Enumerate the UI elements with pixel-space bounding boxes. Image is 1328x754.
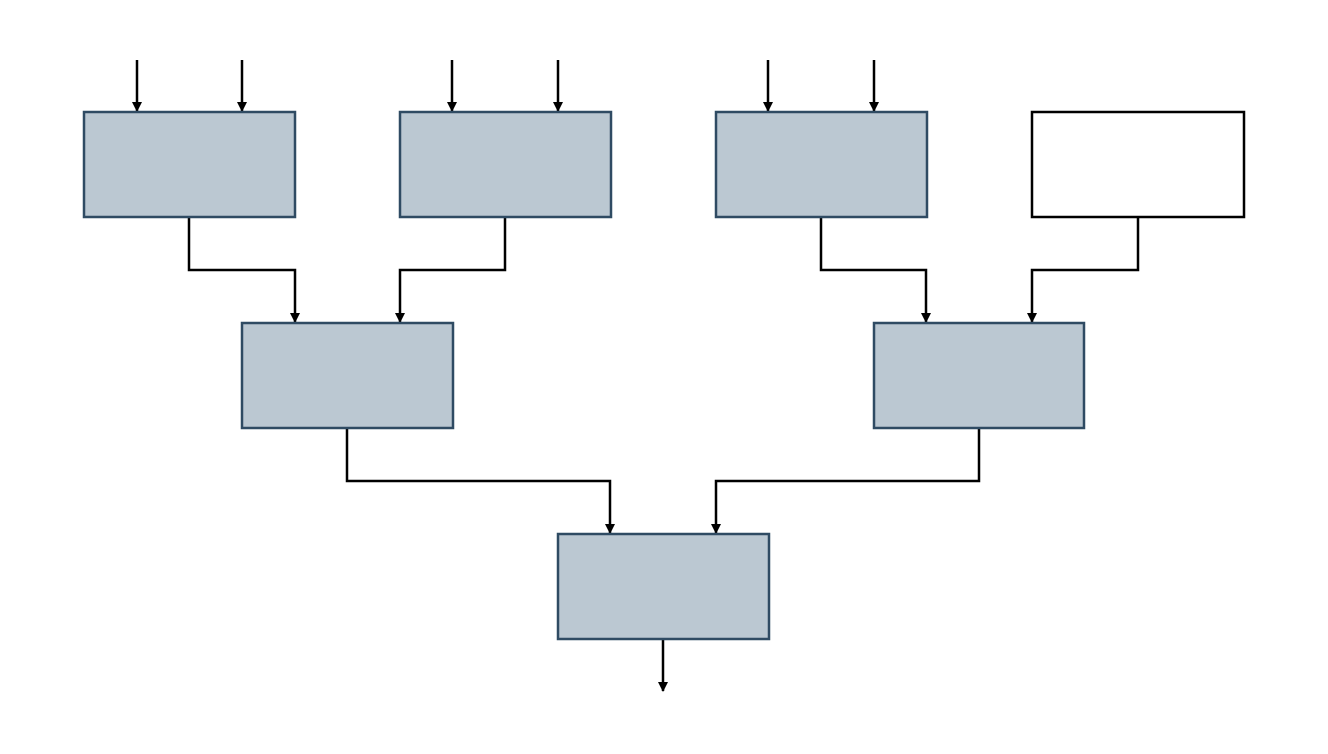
node-mid-1 xyxy=(240,321,455,430)
nodes xyxy=(82,110,1246,641)
node-leaf-1 xyxy=(82,110,297,219)
connector-leaf-3-to-mid-2 xyxy=(819,218,931,323)
connector-leaf-2-to-mid-1 xyxy=(395,218,507,323)
connector-mid-2-to-root xyxy=(711,429,981,534)
node-mid-2 xyxy=(872,321,1086,430)
node-root xyxy=(556,532,771,641)
node-leaf-2 xyxy=(398,110,613,219)
connector-leaf-4-to-mid-2 xyxy=(1027,218,1140,323)
node-leaf-4 xyxy=(1030,110,1246,219)
connector-mid-1-to-root xyxy=(345,429,615,534)
node-leaf-3 xyxy=(714,110,929,219)
connectors xyxy=(132,60,1140,692)
connector-leaf-1-to-mid-1 xyxy=(187,218,300,323)
